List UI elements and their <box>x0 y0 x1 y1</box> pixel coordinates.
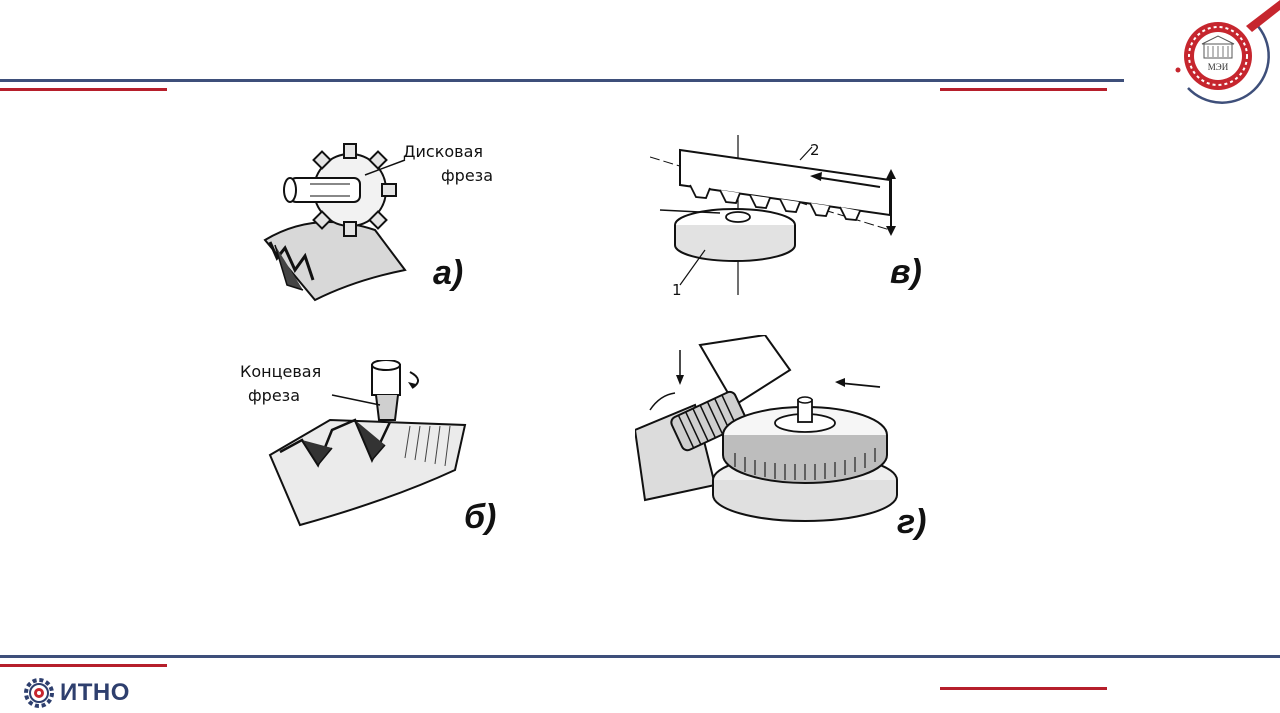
figure-letter-g: г) <box>897 503 927 541</box>
footer-rule-red-left <box>0 664 167 667</box>
end-mill-label-2: фреза <box>248 386 300 405</box>
hobbing-drawing <box>633 333 898 522</box>
end-mill-drawing <box>268 359 467 527</box>
figure-letter-b: б) <box>464 498 497 536</box>
figure-letter-v: в) <box>890 253 922 291</box>
header-rule-red-right <box>940 88 1107 91</box>
disc-cutter-label: Дисковая <box>403 142 484 161</box>
figure-letter-a: а) <box>433 254 464 292</box>
header-rule-blue <box>0 79 1124 82</box>
footer-rule-red-right <box>940 687 1107 690</box>
figure-g-hobbing: г) <box>633 333 935 545</box>
itno-logo: ИТНО <box>22 676 130 710</box>
footer-rule-blue <box>0 655 1280 658</box>
svg-text:МЭИ: МЭИ <box>1208 62 1229 72</box>
header-rule-red-left <box>0 88 167 91</box>
mei-logo: МЭИ <box>1168 0 1280 108</box>
figure-v-rack-shaping: 1 2 в) <box>649 135 940 305</box>
disc-cutter-drawing <box>263 143 407 302</box>
end-mill-label: Концевая <box>240 362 322 381</box>
callout-2: 2 <box>810 141 820 159</box>
itno-logo-text: ИТНО <box>60 679 130 706</box>
disc-cutter-label-2: фреза <box>441 166 493 185</box>
figure-b-end-mill: Концевая фреза б) <box>240 359 510 545</box>
rack-shaping-drawing <box>649 135 896 295</box>
callout-1: 1 <box>672 281 682 299</box>
gear-icon <box>24 678 54 708</box>
figure-a-disc-cutter: Дисковая фреза а) <box>255 130 515 305</box>
